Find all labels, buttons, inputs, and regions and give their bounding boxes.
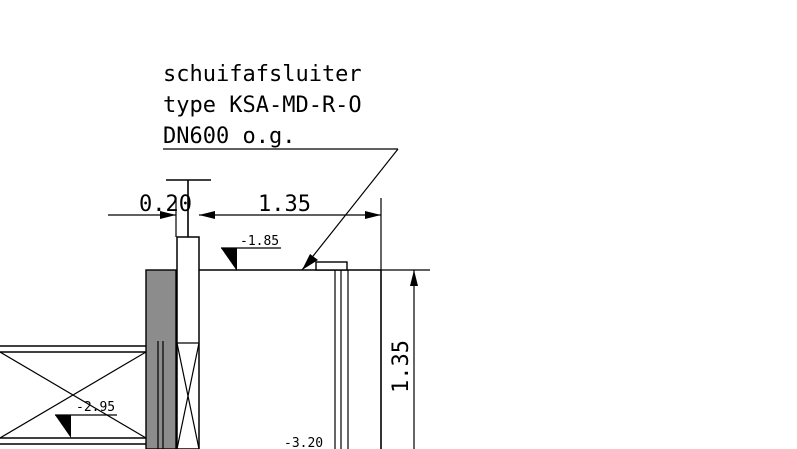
- dim-135h-arrow-right: [365, 211, 381, 219]
- dim-135v-label: 1.35: [389, 340, 414, 393]
- concrete-wall: [145, 269, 177, 449]
- level-pipe-triangle: [55, 415, 71, 438]
- callout-line-3: DN600 o.g.: [163, 124, 295, 149]
- manhole-cover: [315, 261, 348, 271]
- pipe-cross-b: [0, 351, 147, 439]
- level-marker-pipe: -2.95: [55, 400, 117, 438]
- spindle-cross-b: [176, 342, 200, 449]
- valve-spindle: [166, 179, 211, 449]
- callout-leader: [301, 148, 399, 271]
- level-pipe-label: -2.95: [76, 400, 115, 415]
- callout-line-1: schuifafsluiter: [163, 62, 362, 87]
- callout-line-2: type KSA-MD-R-O: [163, 93, 362, 118]
- dim-135v-arrow-top: [410, 270, 418, 286]
- dim-0-20-label: 0.20: [139, 192, 192, 217]
- pipe-section: [0, 341, 164, 449]
- callout-arrowhead: [302, 254, 318, 270]
- dimension-chamber-height: 1.35: [381, 269, 430, 449]
- level-top-label: -1.85: [240, 234, 279, 249]
- level-top-triangle: [221, 248, 237, 271]
- dim-135h-label: 1.35: [258, 192, 311, 217]
- valve-chamber: [199, 261, 382, 449]
- dimension-wall-width: 0.20: [108, 192, 192, 237]
- level-bottom-label: -3.20: [284, 436, 323, 449]
- level-marker-bottom: -3.20: [284, 436, 323, 449]
- dimension-chamber-width: 1.35: [199, 192, 382, 270]
- valve-callout: schuifafsluiter type KSA-MD-R-O DN600 o.…: [163, 62, 399, 271]
- dim-135h-arrow-left: [199, 211, 215, 219]
- level-marker-top: -1.85: [221, 234, 281, 271]
